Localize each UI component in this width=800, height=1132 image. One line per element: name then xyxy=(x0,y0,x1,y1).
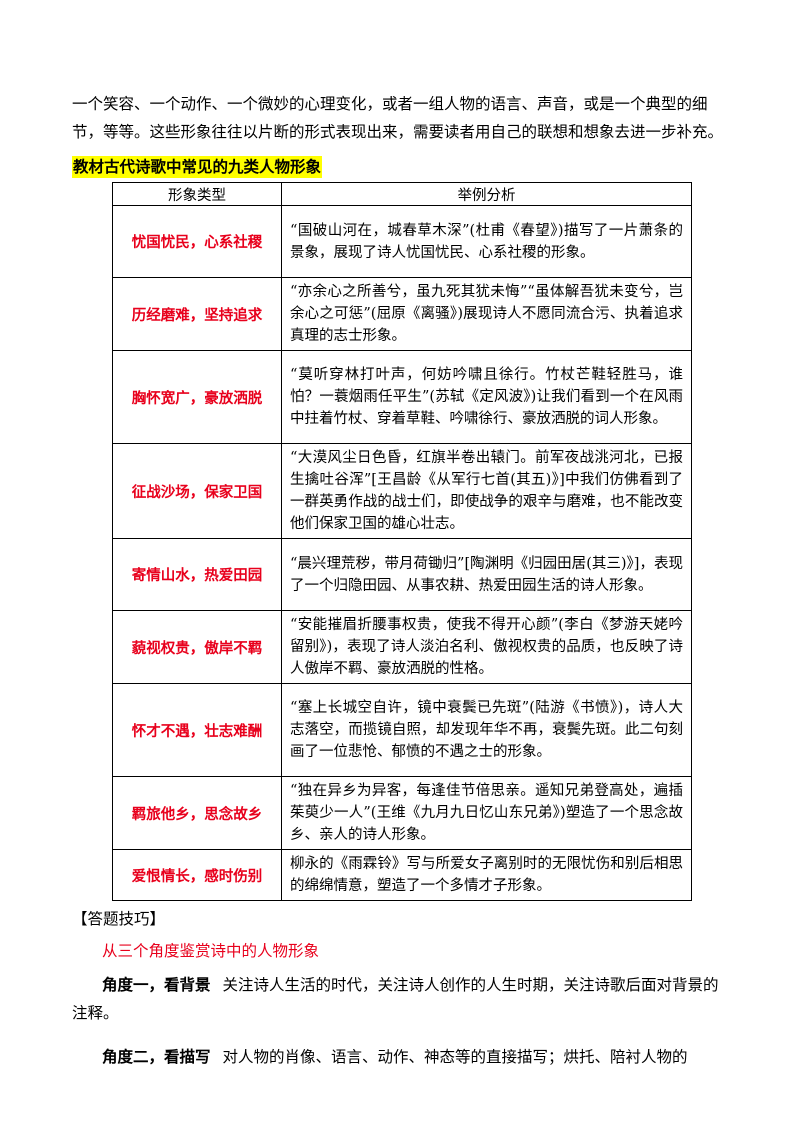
table-row: 藐视权贵，傲岸不羁 “安能摧眉折腰事权贵，使我不得开心颜”(李白《梦游天姥吟留别… xyxy=(112,610,692,684)
type-cell: 羁旅他乡，思念故乡 xyxy=(112,776,282,850)
table-row: 怀才不遇，壮志难酬 “塞上长城空自许，镜中衰鬓已先斑”(陆游《书愤》)，诗人大志… xyxy=(112,683,692,777)
type-cell: 历经磨难，坚持追求 xyxy=(112,277,282,351)
table-row: 征战沙场，保家卫国 “大漠风尘日色昏，红旗半卷出辕门。前军夜战洮河北，已报生擒吐… xyxy=(112,443,692,539)
document-page: 一个笑容、一个动作、一个微妙的心理变化，或者一组人物的语言、声音，或是一个典型的… xyxy=(72,90,732,1086)
intro-paragraph: 一个笑容、一个动作、一个微妙的心理变化，或者一组人物的语言、声音，或是一个典型的… xyxy=(72,95,724,141)
table-row: 寄情山水，热爱田园 “晨兴理荒秽，带月荷锄归”[陶渊明《归园田居(其三)》]，表… xyxy=(112,538,692,611)
analysis-cell: 柳永的《雨霖铃》写与所爱女子离别时的无限忧伤和别后相思的绵绵情意，塑造了一个多情… xyxy=(281,849,692,901)
table-row: 忧国忧民，心系社稷 “国破山河在，城春草木深”(杜甫《春望》)描写了一片萧条的景… xyxy=(112,205,692,278)
type-cell: 胸怀宽广，豪放洒脱 xyxy=(112,350,282,444)
analysis-cell: “安能摧眉折腰事权贵，使我不得开心颜”(李白《梦游天姥吟留别》)，表现了诗人淡泊… xyxy=(281,610,692,684)
angle-paragraph: 角度一，看背景关注诗人生活的时代，关注诗人创作的人生时期，关注诗歌后面对背景的注… xyxy=(72,971,732,1027)
angle-paragraph: 角度二，看描写对人物的肖像、语言、动作、神态等的直接描写；烘托、陪衬人物的 xyxy=(72,1043,732,1071)
table-row: 历经磨难，坚持追求 “亦余心之所善兮，虽九死其犹未悔”“虽体解吾犹未变兮，岂余心… xyxy=(112,277,692,351)
header-type: 形象类型 xyxy=(112,182,282,206)
angle-text: 对人物的肖像、语言、动作、神态等的直接描写；烘托、陪衬人物的 xyxy=(222,1047,688,1066)
angle-text: 关注诗人生活的时代，关注诗人创作的人生时期，关注诗歌后面对背景的注释。 xyxy=(72,976,719,1022)
type-cell: 寄情山水，热爱田园 xyxy=(112,538,282,611)
type-cell: 藐视权贵，傲岸不羁 xyxy=(112,610,282,684)
type-cell: 忧国忧民，心系社稷 xyxy=(112,205,282,278)
analysis-cell: “国破山河在，城春草木深”(杜甫《春望》)描写了一片萧条的景象，展现了诗人忧国忧… xyxy=(281,205,692,278)
analysis-cell: “晨兴理荒秽，带月荷锄归”[陶渊明《归园田居(其三)》]，表现了一个归隐田园、从… xyxy=(281,538,692,611)
header-analysis: 举例分析 xyxy=(281,182,692,206)
tips-subtitle: 从三个角度鉴赏诗中的人物形象 xyxy=(102,942,320,960)
analysis-cell: “塞上长城空自许，镜中衰鬓已先斑”(陆游《书愤》)，诗人大志落空，而揽镜自照，却… xyxy=(281,683,692,777)
section-title: 教材古代诗歌中常见的九类人物形象 xyxy=(72,156,323,178)
table-row: 羁旅他乡，思念故乡 “独在异乡为异客，每逢佳节倍思亲。遥知兄弟登高处，遍插茱萸少… xyxy=(112,776,692,850)
type-cell: 怀才不遇，壮志难酬 xyxy=(112,683,282,777)
tips-heading: 【答题技巧】 xyxy=(72,910,166,928)
character-types-table: 形象类型 举例分析 忧国忧民，心系社稷 “国破山河在，城春草木深”(杜甫《春望》… xyxy=(112,182,692,901)
table-row: 胸怀宽广，豪放洒脱 “莫听穿林打叶声，何妨吟啸且徐行。竹杖芒鞋轻胜马，谁怕？一蓑… xyxy=(112,350,692,444)
analysis-cell: “莫听穿林打叶声，何妨吟啸且徐行。竹杖芒鞋轻胜马，谁怕？一蓑烟雨任平生”(苏轼《… xyxy=(281,350,692,444)
type-cell: 征战沙场，保家卫国 xyxy=(112,443,282,539)
analysis-cell: “亦余心之所善兮，虽九死其犹未悔”“虽体解吾犹未变兮，岂余心之可惩”(屈原《离骚… xyxy=(281,277,692,351)
analysis-cell: “大漠风尘日色昏，红旗半卷出辕门。前军夜战洮河北，已报生擒吐谷浑”[王昌龄《从军… xyxy=(281,443,692,539)
type-cell: 爱恨情长，感时伤别 xyxy=(112,849,282,901)
angle-label: 角度一，看背景 xyxy=(102,976,211,994)
analysis-cell: “独在异乡为异客，每逢佳节倍思亲。遥知兄弟登高处，遍插茱萸少一人”(王维《九月九… xyxy=(281,776,692,850)
angle-label: 角度二，看描写 xyxy=(102,1047,211,1066)
table-header-row: 形象类型 举例分析 xyxy=(112,182,692,206)
table-row: 爱恨情长，感时伤别 柳永的《雨霖铃》写与所爱女子离别时的无限忧伤和别后相思的绵绵… xyxy=(112,849,692,901)
